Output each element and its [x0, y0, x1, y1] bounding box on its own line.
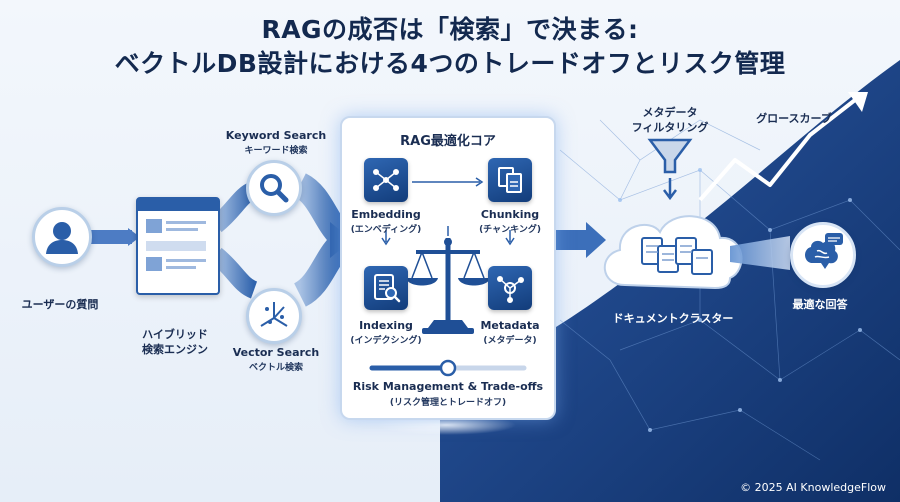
- filter-label-line2: フィルタリング: [631, 121, 709, 134]
- risk-label: Risk Management & Trade-offs: [352, 380, 544, 393]
- window-text-line: [166, 228, 198, 231]
- cluster-label: ドキュメントクラスター: [612, 312, 734, 325]
- vector-search-sublabel: ベクトル検索: [248, 363, 303, 373]
- growth-curve-arrowhead: [848, 92, 868, 112]
- indexing-label: Indexing: [359, 319, 413, 332]
- engine-label-line2: 検索エンジン: [142, 343, 208, 356]
- user-icon: [46, 222, 78, 254]
- risk-sublabel: (リスク管理とトレードオフ): [389, 398, 507, 408]
- vector-axes-icon: [260, 302, 288, 327]
- window-thumbnail: [146, 257, 162, 271]
- answer-label: 最適な回答: [792, 298, 848, 311]
- slider-knob: [439, 359, 457, 377]
- growth-curve-label: グロースカーブ: [756, 112, 832, 125]
- chunking-tile: [488, 158, 532, 202]
- vector-search-node: [246, 288, 302, 344]
- embedding-label: Embedding: [351, 208, 421, 221]
- core-connectors: [369, 177, 527, 377]
- chunking-sublabel: (チャンキング): [479, 225, 541, 235]
- vector-search-label: Vector Search: [232, 346, 320, 359]
- filter-label-line1: メタデータ: [642, 106, 698, 119]
- core-title: RAG最適化コア: [400, 134, 496, 149]
- growth-curve-line: [698, 98, 857, 202]
- metadata-nodes-icon: [497, 276, 524, 303]
- window-title-bar: [138, 199, 218, 211]
- metadata-sublabel: (メタデータ): [483, 336, 537, 346]
- answer-node: [790, 222, 856, 288]
- metadata-tile: [488, 266, 532, 310]
- flow-engine-to-vector: [210, 247, 258, 299]
- window-text-line: [166, 266, 196, 269]
- magnifier-icon: [260, 174, 289, 203]
- beam-to-answer: [730, 236, 790, 270]
- engine-label-line1: ハイブリッド: [142, 328, 208, 341]
- indexing-tile: [364, 266, 408, 310]
- keyword-search-sublabel: キーワード検索: [244, 146, 308, 156]
- chunking-documents-icon: [498, 167, 522, 193]
- indexing-sublabel: (インデクシング): [350, 336, 422, 346]
- embedding-network-icon: [373, 169, 399, 191]
- document-stack-icon: [641, 237, 713, 275]
- page-title-line2: ベクトルDB設計における4つのトレードオフとリスク管理: [114, 49, 786, 78]
- window-thumbnail: [146, 219, 162, 233]
- balance-scale-icon: [406, 238, 490, 334]
- user-label: ユーザーの質問: [21, 298, 99, 311]
- brain-chat-icon: [805, 233, 843, 269]
- keyword-search-node: [246, 160, 302, 216]
- network-nodes: [618, 168, 862, 432]
- search-engine-window: [136, 197, 220, 295]
- chunking-label: Chunking: [480, 208, 540, 221]
- page-title-line1: RAGの成否は「検索」で決まる:: [261, 15, 639, 44]
- window-bar: [146, 241, 206, 251]
- embedding-tile: [364, 158, 408, 202]
- funnel-icon: [647, 138, 693, 174]
- window-text-line: [166, 259, 206, 262]
- copyright-text: © 2025 AI KnowledgeFlow: [740, 481, 886, 494]
- embedding-sublabel: (エンベディング): [350, 225, 422, 235]
- rag-core-panel: RAG最適化コア: [340, 116, 556, 420]
- user-node: [32, 207, 92, 267]
- metadata-label: Metadata: [480, 319, 540, 332]
- indexing-search-doc-icon: [374, 274, 401, 303]
- funnel-down-arrow: [663, 178, 677, 201]
- keyword-search-label: Keyword Search: [225, 129, 327, 142]
- window-text-line: [166, 221, 206, 224]
